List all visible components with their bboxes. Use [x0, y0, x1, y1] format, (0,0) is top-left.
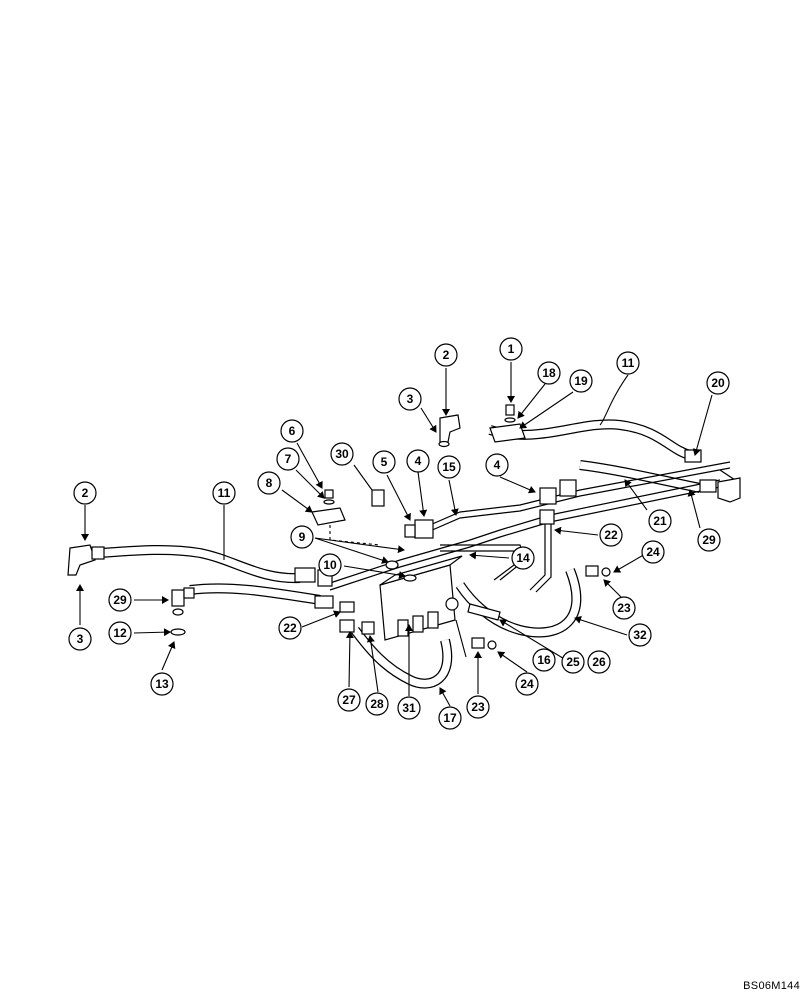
svg-text:15: 15: [442, 460, 456, 474]
callout-8: 8: [257, 471, 281, 495]
svg-text:24: 24: [646, 545, 660, 559]
svg-text:21: 21: [653, 514, 667, 528]
callout-22-left: 22: [278, 616, 302, 640]
callout-28: 28: [365, 692, 389, 716]
callout-24-right: 24: [641, 540, 665, 564]
callout-4-center: 4: [406, 449, 430, 473]
svg-text:24: 24: [520, 677, 534, 691]
callout-26: 26: [587, 650, 611, 674]
svg-text:23: 23: [471, 700, 485, 714]
callout-4-right: 4: [485, 453, 509, 477]
callout-25: 25: [561, 650, 585, 674]
callout-23-right: 23: [612, 596, 636, 620]
svg-text:5: 5: [381, 455, 388, 469]
svg-text:27: 27: [342, 693, 356, 707]
svg-text:6: 6: [289, 424, 296, 438]
callout-29-right: 29: [697, 528, 721, 552]
svg-text:2: 2: [82, 486, 89, 500]
svg-text:4: 4: [494, 458, 501, 472]
callout-2-left: 2: [73, 481, 97, 505]
callout-1: 1: [499, 337, 523, 361]
callout-2-top: 2: [434, 343, 458, 367]
svg-text:22: 22: [283, 621, 297, 635]
svg-text:19: 19: [574, 374, 588, 388]
svg-text:28: 28: [370, 697, 384, 711]
svg-text:11: 11: [218, 486, 231, 500]
svg-text:8: 8: [266, 476, 273, 490]
callout-31: 31: [397, 696, 421, 720]
svg-text:11: 11: [622, 356, 635, 370]
svg-text:4: 4: [415, 454, 422, 468]
svg-text:9: 9: [299, 530, 306, 544]
callout-5: 5: [372, 450, 396, 474]
callout-11-left: 11: [212, 481, 236, 505]
svg-text:12: 12: [113, 626, 127, 640]
svg-text:20: 20: [711, 376, 725, 390]
callout-27: 27: [337, 688, 361, 712]
callout-23-bottom: 23: [466, 695, 490, 719]
svg-text:29: 29: [113, 593, 127, 607]
leader-lines: [76, 362, 713, 707]
svg-text:23: 23: [617, 601, 631, 615]
callout-14: 14: [511, 546, 535, 570]
svg-text:32: 32: [633, 628, 647, 642]
drawing-code: BS06M144: [743, 980, 800, 992]
svg-text:17: 17: [443, 711, 457, 725]
callout-15: 15: [437, 455, 461, 479]
callout-10: 10: [318, 553, 342, 577]
callout-6: 6: [280, 419, 304, 443]
svg-text:1: 1: [508, 342, 515, 356]
svg-text:31: 31: [402, 701, 416, 715]
svg-text:30: 30: [335, 447, 349, 461]
svg-text:3: 3: [407, 392, 414, 406]
callout-9: 9: [290, 525, 314, 549]
svg-text:16: 16: [537, 653, 551, 667]
callout-17: 17: [438, 706, 462, 730]
svg-text:26: 26: [592, 655, 606, 669]
callout-32: 32: [628, 623, 652, 647]
svg-text:22: 22: [604, 528, 618, 542]
callout-3-left: 3: [68, 627, 92, 651]
callout-7: 7: [276, 447, 300, 471]
callout-30: 30: [330, 442, 354, 466]
callout-22-right: 22: [599, 523, 623, 547]
callout-24-bottom: 24: [515, 672, 539, 696]
callout-12: 12: [108, 621, 132, 645]
svg-text:3: 3: [77, 632, 84, 646]
callout-16: 16: [532, 648, 556, 672]
svg-text:25: 25: [566, 655, 580, 669]
callout-18: 18: [537, 361, 561, 385]
hose-group: [99, 419, 701, 689]
callout-3-top: 3: [398, 387, 422, 411]
callouts: 1 2 2 3 3 4 4 5 6 7 8 9 10 11 11 12 13 1…: [68, 337, 730, 730]
svg-text:14: 14: [516, 551, 530, 565]
callout-13: 13: [150, 672, 174, 696]
callout-20: 20: [706, 371, 730, 395]
svg-text:7: 7: [285, 452, 292, 466]
callout-11-right: 11: [616, 351, 640, 375]
svg-text:18: 18: [542, 366, 556, 380]
callout-21: 21: [648, 509, 672, 533]
svg-text:13: 13: [155, 677, 169, 691]
callout-19: 19: [569, 369, 593, 393]
callout-29-left: 29: [108, 588, 132, 612]
svg-text:10: 10: [323, 558, 337, 572]
svg-text:29: 29: [702, 533, 716, 547]
svg-text:2: 2: [443, 348, 450, 362]
fittings: [67, 404, 741, 650]
